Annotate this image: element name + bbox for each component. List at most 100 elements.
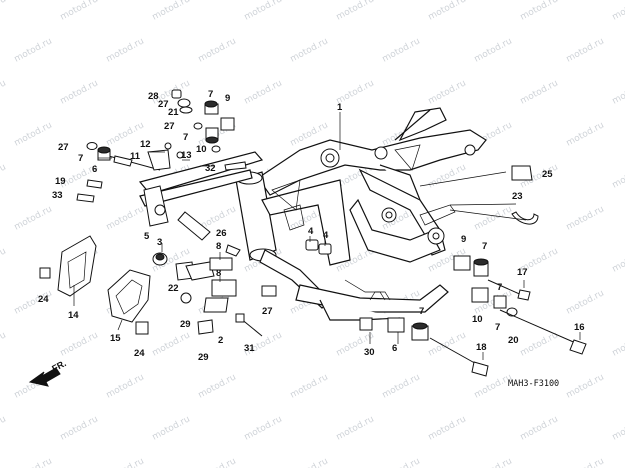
callout-8: 8 xyxy=(216,241,221,252)
watermark-text: motod.ru xyxy=(59,414,100,442)
callout-7: 7 xyxy=(78,153,83,164)
callout-24: 24 xyxy=(134,348,145,359)
callout-28: 28 xyxy=(148,91,159,102)
watermark-text: motod.ru xyxy=(105,36,146,64)
watermark-text: motod.ru xyxy=(381,372,422,400)
watermark-text: motod.ru xyxy=(13,36,54,64)
callout-29: 29 xyxy=(198,352,209,363)
watermark-text: motod.ru xyxy=(611,162,625,190)
watermark-text: motod.ru xyxy=(105,372,146,400)
watermark-text: motod.ru xyxy=(335,414,376,442)
watermark-text: motod.ru xyxy=(565,204,606,232)
watermark-text: motod.ru xyxy=(427,78,468,106)
callout-31: 31 xyxy=(244,343,255,354)
callout-22: 22 xyxy=(168,283,179,294)
callout-7: 7 xyxy=(419,306,424,317)
watermark-text: motod.ru xyxy=(197,456,238,468)
watermark-text: motod.ru xyxy=(289,36,330,64)
watermark-text: motod.ru xyxy=(0,330,8,358)
watermark-text: motod.ru xyxy=(611,330,625,358)
callout-10: 10 xyxy=(196,144,207,155)
small-hardware-right xyxy=(359,165,587,377)
engine-mount-parts xyxy=(152,244,277,337)
callout-3: 3 xyxy=(157,237,162,248)
front-label: FR. xyxy=(50,358,67,374)
watermark-text: motod.ru xyxy=(427,414,468,442)
callout-26: 26 xyxy=(216,228,227,239)
watermark-text: motod.ru xyxy=(289,372,330,400)
watermark-text: motod.ru xyxy=(335,0,376,23)
diagram-code: MAH3-F3100 xyxy=(508,379,559,389)
watermark-text: motod.ru xyxy=(473,36,514,64)
callout-4: 4 xyxy=(308,226,314,237)
callout-9: 9 xyxy=(461,234,466,245)
watermark-text: motod.ru xyxy=(13,456,54,468)
callout-12: 12 xyxy=(140,139,151,150)
watermark-text: motod.ru xyxy=(59,78,100,106)
watermark-text: motod.ru xyxy=(565,456,606,468)
callout-7: 7 xyxy=(495,322,500,333)
callout-27: 27 xyxy=(262,306,273,317)
callout-14: 14 xyxy=(68,310,79,321)
callout-18: 18 xyxy=(476,342,487,353)
callout-11: 11 xyxy=(130,151,141,162)
watermark-text: motod.ru xyxy=(565,372,606,400)
watermark-text: motod.ru xyxy=(197,36,238,64)
watermark-text: motod.ru xyxy=(427,162,468,190)
callout-23: 23 xyxy=(512,191,523,202)
watermark-text: motod.ru xyxy=(381,456,422,468)
watermark-text: motod.ru xyxy=(0,246,8,274)
callout-10: 10 xyxy=(472,314,483,325)
watermark-text: motod.ru xyxy=(611,0,625,23)
callout-27: 27 xyxy=(158,99,169,110)
watermark-text: motod.ru xyxy=(151,414,192,442)
callout-9: 9 xyxy=(225,93,230,104)
callout-33: 33 xyxy=(52,190,63,201)
callout-numbers: 1 2 3 4 4 5 6 6 7 7 7 7 7 7 7 8 8 9 9 10… xyxy=(38,89,585,363)
callout-13: 13 xyxy=(181,150,192,161)
watermark-text: motod.ru xyxy=(59,0,100,23)
leader-lines xyxy=(73,112,581,360)
callout-32: 32 xyxy=(205,163,216,174)
watermark-text: motod.ru xyxy=(611,78,625,106)
watermark-text: motod.ru xyxy=(243,78,284,106)
watermark-text: motod.ru xyxy=(105,456,146,468)
watermark-text: motod.ru xyxy=(565,288,606,316)
callout-2: 2 xyxy=(218,335,223,346)
callout-30: 30 xyxy=(364,347,375,358)
watermark-text: motod.ru xyxy=(105,204,146,232)
callout-21: 21 xyxy=(168,107,179,118)
watermark-text: motod.ru xyxy=(565,36,606,64)
callout-24: 24 xyxy=(38,294,49,305)
watermark-text: motod.ru xyxy=(565,120,606,148)
watermark-text: motod.ru xyxy=(519,0,560,23)
watermark-text: motod.ru xyxy=(59,330,100,358)
callout-6: 6 xyxy=(392,343,397,354)
callout-7: 7 xyxy=(497,282,502,293)
callout-19: 19 xyxy=(55,176,66,187)
callout-7: 7 xyxy=(482,241,487,252)
watermark-text: motod.ru xyxy=(151,330,192,358)
watermark-text: motod.ru xyxy=(151,0,192,23)
callout-17: 17 xyxy=(517,267,528,278)
watermark-text: motod.ru xyxy=(0,414,8,442)
callout-29: 29 xyxy=(180,319,191,330)
watermark-text: motod.ru xyxy=(197,372,238,400)
watermark-text: motod.ru xyxy=(611,246,625,274)
watermark-text: motod.ru xyxy=(519,330,560,358)
watermark-text: motod.ru xyxy=(611,414,625,442)
watermark-text: motod.ru xyxy=(381,36,422,64)
main-frame xyxy=(235,107,487,321)
callout-20: 20 xyxy=(508,335,519,346)
watermark-text: motod.ru xyxy=(473,456,514,468)
callout-8: 8 xyxy=(216,268,221,279)
small-hardware-left xyxy=(76,89,247,203)
watermark-text: motod.ru xyxy=(0,78,8,106)
watermark-text: motod.ru xyxy=(0,162,8,190)
watermark-text: motod.ru xyxy=(519,414,560,442)
watermark-text: motod.ru xyxy=(519,78,560,106)
callout-7: 7 xyxy=(183,132,188,143)
watermark-text: motod.ru xyxy=(0,0,8,23)
callout-15: 15 xyxy=(110,333,121,344)
